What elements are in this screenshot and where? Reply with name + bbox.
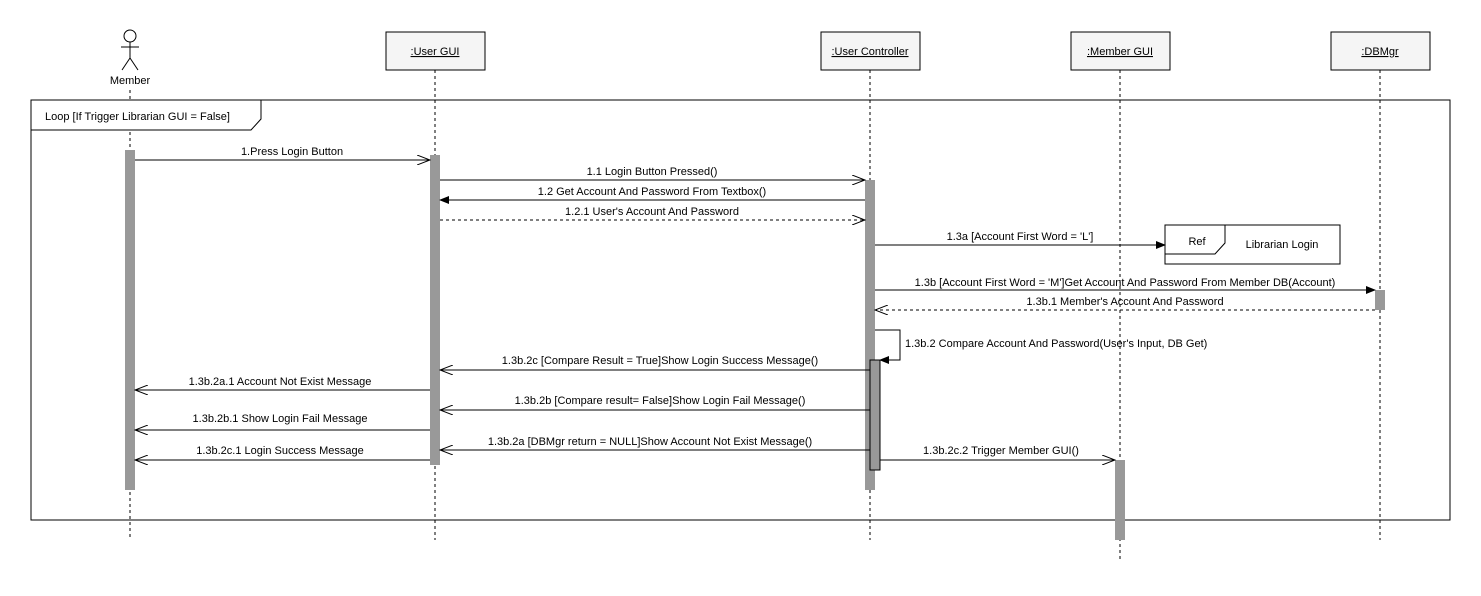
message-label-1-3b-1: 1.3b.1 Member's Account And Password — [1026, 296, 1223, 308]
message-label-1-3b-2: 1.3b.2 Compare Account And Password(User… — [905, 338, 1207, 350]
message-labels: 1.Press Login Button 1.1 Login Button Pr… — [189, 146, 1336, 457]
message-label-1-3b-2b: 1.3b.2b [Compare result= False]Show Logi… — [515, 395, 806, 407]
messages — [135, 160, 1376, 460]
loop-fragment-label: Loop [If Trigger Librarian GUI = False] — [45, 111, 230, 123]
member-actor-icon — [121, 29, 139, 71]
activation-member — [125, 150, 135, 490]
message-label-1-3b-2c-2: 1.3b.2c.2 Trigger Member GUI() — [923, 445, 1079, 457]
ref-fragment-label: Librarian Login — [1246, 239, 1319, 251]
message-label-1-3b-2a: 1.3b.2a [DBMgr return = NULL]Show Accoun… — [488, 436, 812, 448]
message-label-1-3a: 1.3a [Account First Word = 'L'] — [947, 231, 1094, 243]
message-label-1-2: 1.2 Get Account And Password From Textbo… — [538, 186, 766, 198]
activation-user-gui — [430, 155, 440, 465]
object-box-user-gui: :User GUI — [385, 31, 486, 71]
object-box-dbmgr: :DBMgr — [1330, 31, 1431, 71]
activations — [125, 150, 1385, 540]
message-label-1-3b: 1.3b [Account First Word = 'M']Get Accou… — [915, 277, 1336, 289]
object-label-user-gui: :User GUI — [411, 46, 460, 58]
activation-dbmgr — [1375, 290, 1385, 310]
message-label-1: 1.Press Login Button — [241, 146, 343, 158]
ref-fragment-tag: Ref — [1188, 236, 1206, 248]
object-label-member-gui: :Member GUI — [1087, 46, 1153, 58]
object-box-member-gui: :Member GUI — [1070, 31, 1171, 71]
object-label-dbmgr: :DBMgr — [1361, 46, 1399, 58]
message-arrow-1-3b-2 — [875, 329, 901, 364]
loop-fragment: Loop [If Trigger Librarian GUI = False] — [30, 99, 1451, 521]
message-label-1-1: 1.1 Login Button Pressed() — [587, 166, 718, 178]
message-label-1-3b-2a-1: 1.3b.2a.1 Account Not Exist Message — [189, 376, 372, 388]
lifelines — [129, 70, 1381, 560]
object-box-user-controller: :User Controller — [820, 31, 921, 71]
message-label-1-3b-2b-1: 1.3b.2b.1 Show Login Fail Message — [193, 413, 368, 425]
message-label-1-3b-2c: 1.3b.2c [Compare Result = True]Show Logi… — [502, 355, 818, 367]
activation-user-controller — [865, 180, 875, 490]
activation-member-gui — [1115, 460, 1125, 540]
ref-fragment: Ref Librarian Login — [1164, 224, 1341, 265]
object-label-user-controller: :User Controller — [831, 46, 908, 58]
actor-label-member: Member — [110, 75, 151, 87]
message-label-1-3b-2c-1: 1.3b.2c.1 Login Success Message — [196, 445, 364, 457]
message-label-1-2-1: 1.2.1 User's Account And Password — [565, 206, 739, 218]
activation-user-controller-nested — [869, 359, 881, 471]
